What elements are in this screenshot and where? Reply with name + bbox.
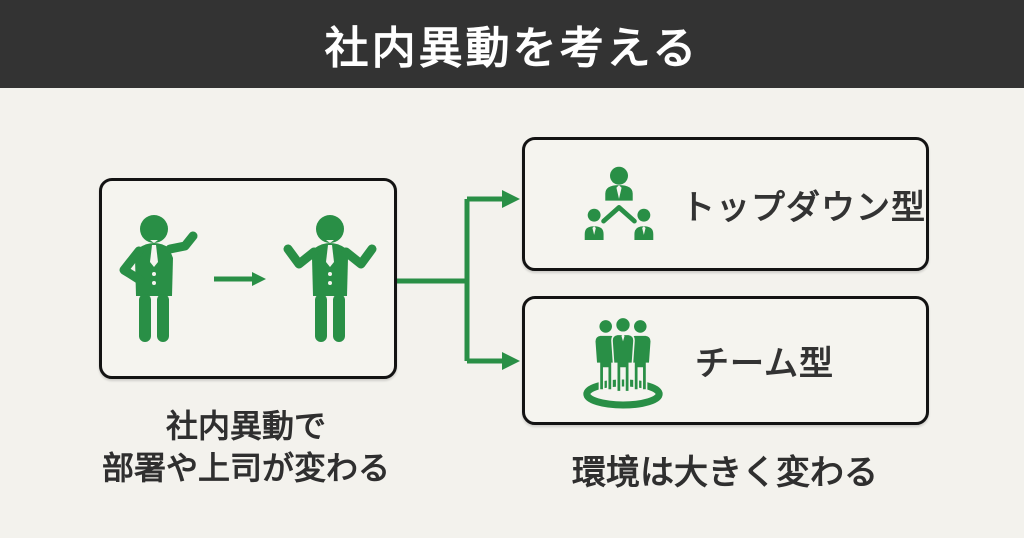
arrow-right-icon (214, 271, 266, 286)
top-down-box: トップダウン型 (522, 137, 929, 271)
left-caption-line1: 社内異動で (165, 408, 326, 444)
org-hierarchy-icon (584, 166, 654, 240)
left-caption-line2: 部署や上司が変わる (101, 449, 390, 486)
businessman-shrug-icon (283, 214, 377, 342)
left-caption: 社内異動で 部署や上司が変わる (26, 406, 466, 489)
businessman-icon (119, 214, 198, 342)
transfer-box (99, 178, 397, 379)
team-label: チーム型 (695, 345, 834, 383)
arrowhead-bottom (502, 352, 520, 370)
top-down-label: トップダウン型 (681, 188, 926, 227)
right-caption: 環境は大きく変わる (572, 454, 878, 492)
title-bar: 社内異動を考える (0, 0, 1024, 88)
team-circle-icon (583, 316, 663, 409)
arrowhead-top (502, 190, 520, 208)
team-box: チーム型 (522, 296, 929, 425)
page-title: 社内異動を考える (324, 24, 700, 73)
